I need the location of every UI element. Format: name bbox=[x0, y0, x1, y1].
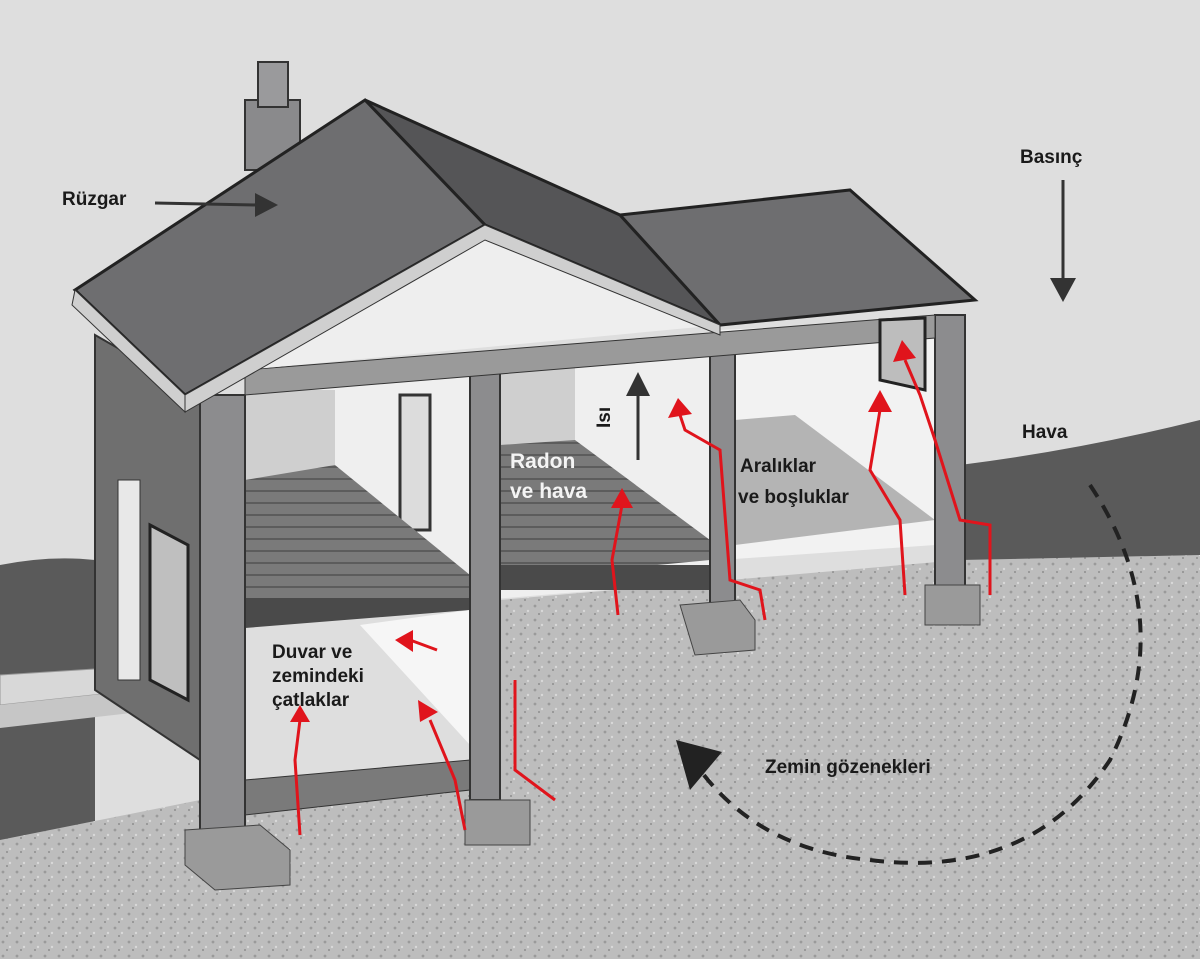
gaps-label-line1: Aralıklar bbox=[740, 456, 817, 477]
interior-door bbox=[398, 393, 432, 532]
soil-pores-label: Zemin gözenekleri bbox=[765, 757, 931, 778]
cracks-label-line1: Duvar ve bbox=[272, 642, 352, 663]
floor-middle bbox=[500, 440, 710, 580]
side-door bbox=[117, 479, 141, 681]
air-label: Hava bbox=[1022, 422, 1068, 443]
radon-label-line1: Radon bbox=[510, 450, 575, 473]
ground-right-hill bbox=[960, 420, 1200, 580]
side-window bbox=[148, 522, 190, 703]
soil-gravel bbox=[0, 555, 1200, 959]
pressure-label: Basınç bbox=[1020, 147, 1083, 168]
beam bbox=[244, 314, 936, 396]
cracks-label-line3: çatlaklar bbox=[272, 690, 350, 711]
cracks-label-line2: zemindeki bbox=[272, 666, 364, 687]
floor-right bbox=[735, 415, 935, 545]
soil-circulation-arrow-icon bbox=[676, 483, 1143, 865]
radon-flow-arrows bbox=[290, 340, 992, 836]
heat-label: Isı bbox=[594, 407, 615, 428]
floor-left bbox=[245, 465, 470, 620]
radon-label-line2: ve hava bbox=[510, 480, 587, 503]
wind-arrow-icon bbox=[154, 193, 278, 217]
heat-arrow-icon bbox=[626, 372, 650, 460]
pressure-arrow-icon bbox=[1050, 180, 1076, 302]
gaps-label-line2: ve boşluklar bbox=[738, 487, 849, 508]
column bbox=[469, 369, 501, 801]
column bbox=[199, 394, 246, 831]
wind-label: Rüzgar bbox=[62, 189, 127, 210]
footing bbox=[184, 824, 291, 891]
